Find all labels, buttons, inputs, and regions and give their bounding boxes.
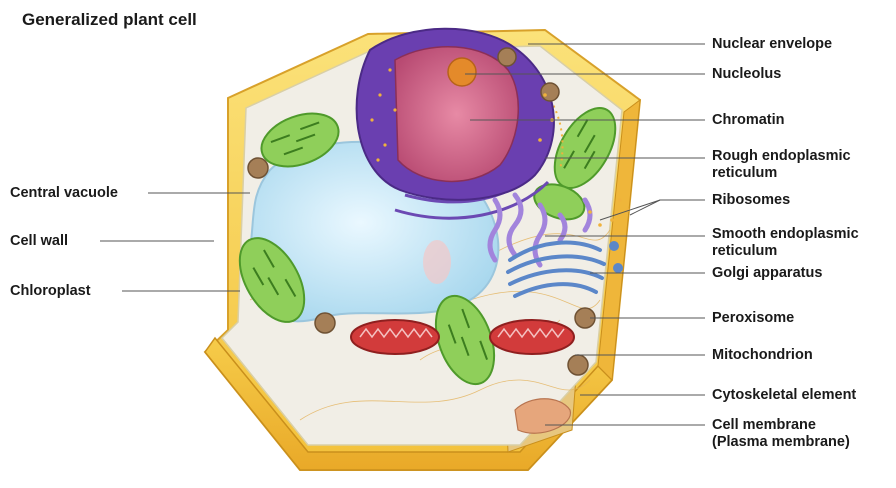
label-nuclear-envelope: Nuclear envelope	[712, 36, 832, 53]
label-cytoskeletal-element: Cytoskeletal element	[712, 387, 856, 404]
label-cell-wall: Cell wall	[10, 233, 68, 250]
vacuole-inclusion	[423, 240, 451, 284]
mitochondrion	[351, 320, 439, 354]
nucleus	[357, 29, 554, 200]
label-chloroplast: Chloroplast	[10, 283, 91, 300]
mitochondrion	[490, 320, 574, 354]
label-rough-er: Rough endoplasmicreticulum	[712, 148, 851, 182]
label-peroxisome: Peroxisome	[712, 310, 794, 327]
label-nucleolus: Nucleolus	[712, 66, 781, 83]
nucleolus	[448, 58, 476, 86]
label-cell-membrane: Cell membrane(Plasma membrane)	[712, 417, 850, 451]
label-central-vacuole: Central vacuole	[10, 185, 118, 202]
label-golgi-apparatus: Golgi apparatus	[712, 265, 822, 282]
label-chromatin: Chromatin	[712, 112, 785, 129]
label-mitochondrion: Mitochondrion	[712, 347, 813, 364]
label-smooth-er: Smooth endoplasmicreticulum	[712, 226, 859, 260]
label-ribosomes: Ribosomes	[712, 192, 790, 209]
